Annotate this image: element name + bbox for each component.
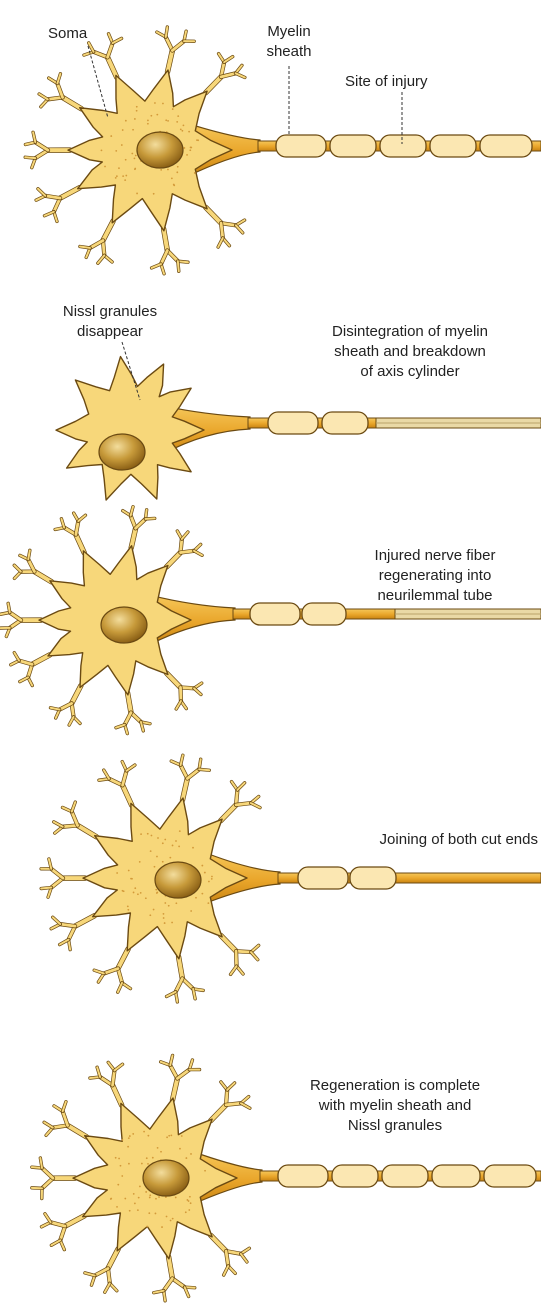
myelin-segment: [298, 867, 348, 889]
nucleus: [137, 132, 183, 168]
label-regeneration-complete: Regeneration is complete with myelin she…: [250, 1076, 540, 1136]
myelin-segments: [268, 412, 368, 434]
myelin-segment: [322, 412, 368, 434]
myelin-segment: [278, 1165, 328, 1187]
myelin-segment: [268, 412, 318, 434]
label-joining: Joining of both cut ends: [262, 830, 538, 850]
myelin-segment: [382, 1165, 428, 1187]
nucleus: [101, 607, 147, 643]
myelin-segment: [430, 135, 476, 157]
nucleus: [99, 434, 145, 470]
myelin-segments: [278, 1165, 536, 1187]
myelin-segment: [276, 135, 326, 157]
myelin-segment: [484, 1165, 536, 1187]
label-nissl-disappear: Nissl granules disappear: [30, 302, 190, 342]
label-regenerating: Injured nerve fiber regenerating into ne…: [330, 546, 540, 606]
myelin-segment: [250, 603, 300, 625]
myelin-segments: [276, 135, 532, 157]
myelin-segments: [298, 867, 396, 889]
myelin-segment: [302, 603, 346, 625]
neuron-normal: [25, 27, 541, 274]
label-site-of-injury: Site of injury: [345, 72, 428, 92]
myelin-segment: [480, 135, 532, 157]
myelin-segment: [332, 1165, 378, 1187]
myelin-segment: [350, 867, 396, 889]
nucleus: [155, 862, 201, 898]
soma: [56, 357, 204, 500]
label-disintegration: Disintegration of myelin sheath and brea…: [280, 322, 540, 382]
label-soma: Soma: [48, 24, 87, 44]
myelin-segments: [250, 603, 346, 625]
nucleus: [143, 1160, 189, 1196]
myelin-segment: [380, 135, 426, 157]
myelin-segment: [330, 135, 376, 157]
neuron-regenerating: [1, 507, 541, 734]
label-myelin-sheath: Myelin sheath: [244, 22, 334, 62]
neuron-joining: [41, 755, 541, 1002]
myelin-segment: [432, 1165, 480, 1187]
